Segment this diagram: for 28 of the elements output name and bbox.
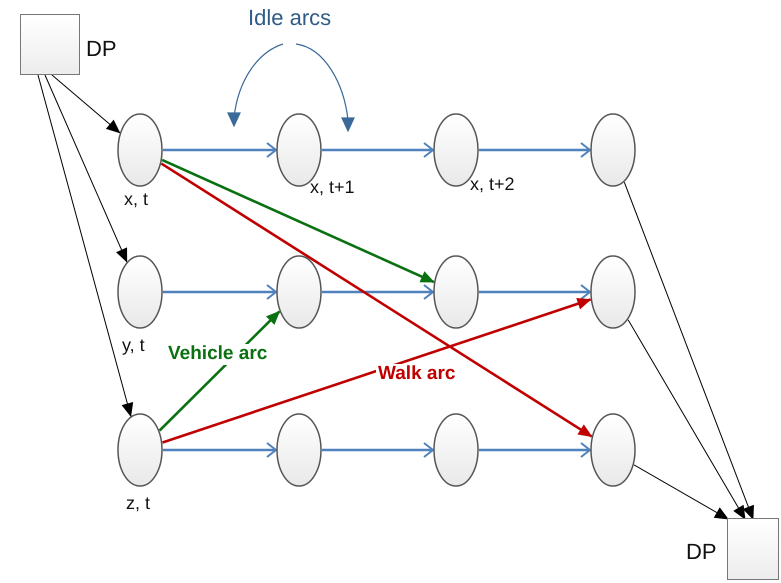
arrow xyxy=(322,284,434,300)
node-label: x, t+1 xyxy=(310,178,355,196)
depot-box xyxy=(727,518,779,580)
node-label: DP xyxy=(686,541,717,563)
arrow xyxy=(52,74,120,134)
arrow xyxy=(628,319,746,520)
node-label: DP xyxy=(86,38,117,60)
arrow xyxy=(322,442,434,458)
arrow xyxy=(38,74,134,418)
arrow xyxy=(162,158,435,284)
edge-label: Vehicle arc xyxy=(166,344,270,365)
arrow xyxy=(163,442,277,458)
depot-box xyxy=(20,14,80,75)
arrow xyxy=(634,464,729,520)
arrow xyxy=(479,284,591,300)
arrow xyxy=(479,142,591,158)
arrow xyxy=(479,442,591,458)
arrow xyxy=(322,142,434,158)
arrow xyxy=(160,162,592,438)
arrow xyxy=(163,142,277,158)
arrow xyxy=(163,284,277,300)
node-label: x, t+2 xyxy=(470,175,515,193)
node-label: z, t xyxy=(126,494,150,512)
arrow xyxy=(162,298,592,444)
node-label: y, t xyxy=(122,336,145,354)
arrow xyxy=(44,74,128,263)
arrow xyxy=(624,182,754,520)
node-label: x, t xyxy=(124,190,148,208)
